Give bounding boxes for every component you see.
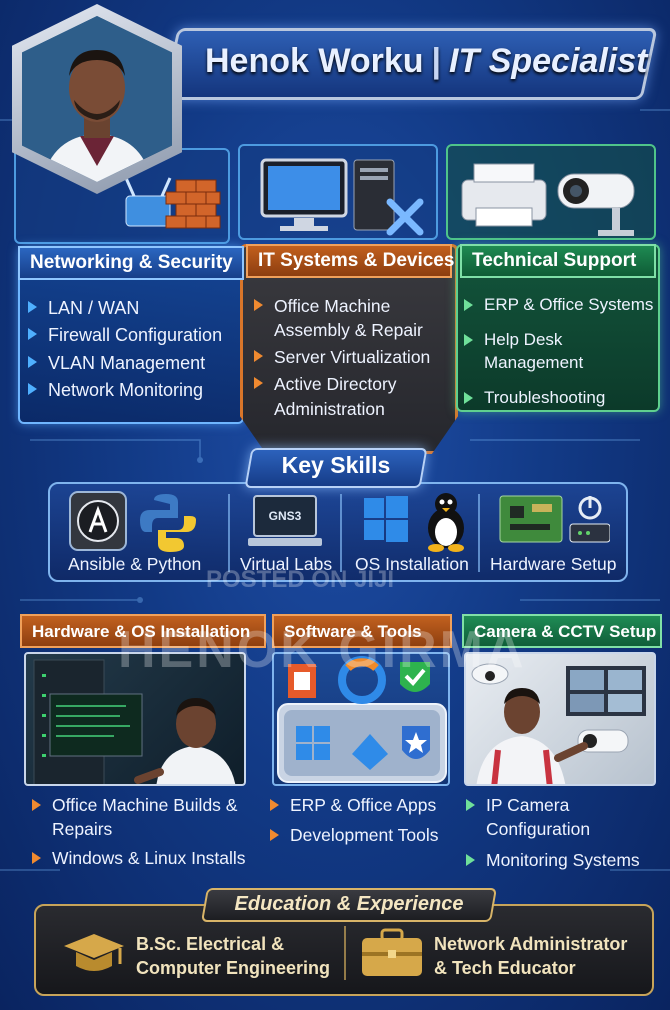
systems-title: IT Systems & Devices (246, 244, 454, 278)
education-divider (344, 926, 346, 980)
list-item-text: Windows & Linux Installs (52, 848, 246, 869)
server-room-photo (24, 652, 246, 786)
bullet-arrow-icon (32, 799, 41, 811)
camera-cctv-title: Camera & CCTV Setup (462, 614, 662, 648)
list-item: Development Tools (268, 824, 458, 848)
bullet-arrow-icon (254, 350, 263, 363)
list-item-text: Server Virtualization (274, 347, 431, 368)
software-tools-title: Software & Tools (272, 614, 452, 648)
list-item-text: Network Monitoring (48, 379, 204, 400)
list-item-text: Development Tools (290, 824, 439, 845)
list-item: Active Directory Administration (252, 372, 452, 420)
hardware-os-list: Office Machine Builds & Repairs Windows … (30, 794, 260, 877)
bullet-arrow-icon (466, 799, 475, 811)
software-tools-list: ERP & Office Apps Development Tools (268, 794, 458, 853)
bullet-arrow-icon (28, 355, 37, 368)
printer-camera-icon (461, 163, 635, 236)
title-separator: | (431, 42, 442, 80)
list-item-text: Office Machine Builds & Repairs (52, 795, 238, 839)
laptop-icon: GNS3 (248, 495, 322, 546)
role-text: IT Specialist (449, 42, 648, 80)
page-title: Henok Worku|IT Specialist (205, 42, 648, 81)
list-item: ERP & Office Systems (462, 294, 658, 317)
list-item: VLAN Management (26, 351, 241, 375)
support-title: Technical Support (460, 244, 656, 278)
skills-divider (340, 494, 342, 572)
bullet-arrow-icon (464, 333, 473, 346)
cctv-technician-icon (471, 663, 646, 784)
briefcase-icon (362, 928, 422, 976)
list-item-text: ERP & Office Apps (290, 795, 437, 815)
list-item: Windows & Linux Installs (30, 847, 260, 871)
bullet-arrow-icon (270, 799, 279, 811)
skills-divider (228, 494, 230, 572)
bullet-arrow-icon (28, 382, 37, 395)
list-item-text: Firewall Configuration (48, 325, 223, 346)
bullet-arrow-icon (32, 852, 41, 865)
list-item: Office Machine Builds & Repairs (30, 794, 260, 841)
systems-illustration (238, 144, 438, 240)
list-item: IP Camera Configuration (464, 794, 664, 841)
server-technician-icon (33, 659, 236, 784)
graduation-cap-icon (64, 934, 124, 971)
networking-title: Networking & Security (18, 246, 244, 280)
ansible-python-icon (69, 491, 196, 552)
list-item: Network Monitoring (26, 378, 241, 402)
list-item-text: Help Desk Management (484, 329, 584, 372)
bullet-arrow-icon (466, 854, 475, 867)
bullet-arrow-icon (28, 328, 37, 341)
degree-text: B.Sc. Electrical & Computer Engineering (136, 934, 331, 979)
list-item: LAN / WAN (26, 296, 241, 320)
person-photo-icon (22, 16, 172, 182)
list-item: Server Virtualization (252, 345, 452, 369)
list-item: ERP & Office Apps (268, 794, 458, 818)
cctv-photo (464, 652, 656, 786)
systems-list: Office Machine Assembly & Repair Server … (252, 294, 452, 424)
bullet-arrow-icon (270, 828, 279, 841)
skills-divider (478, 494, 480, 572)
list-item-text: Troubleshooting (484, 387, 606, 407)
key-skills-title: Key Skills (281, 452, 391, 478)
camera-cctv-list: IP Camera Configuration Monitoring Syste… (464, 794, 664, 881)
list-item: Troubleshooting (462, 387, 658, 410)
list-item-text: Monitoring Systems (486, 850, 640, 871)
bullet-arrow-icon (254, 377, 263, 390)
skill-hardware-setup: Hardware Setup (490, 554, 617, 574)
bullet-arrow-icon (28, 301, 37, 313)
list-item-text: Office Machine Assembly & Repair (274, 296, 423, 341)
list-item-text: Active Directory Administration (274, 374, 397, 419)
experience-text: Network Administrator & Tech Educator (434, 934, 628, 979)
bullet-arrow-icon (464, 299, 473, 311)
name-text: Henok Worku (205, 42, 424, 80)
bullet-arrow-icon (464, 391, 473, 404)
list-item-text: LAN / WAN (48, 298, 140, 318)
bullet-arrow-icon (254, 299, 263, 311)
computer-tools-icon (260, 158, 424, 236)
networking-list: LAN / WAN Firewall Configuration VLAN Ma… (26, 296, 241, 405)
list-item-text: ERP & Office Systems (484, 295, 654, 314)
list-item-text: VLAN Management (48, 352, 206, 373)
skill-virtual-labs: Virtual Labs (240, 554, 333, 574)
list-item: Firewall Configuration (26, 323, 241, 347)
list-item: Help Desk Management (462, 329, 658, 375)
app-icons-icon (277, 656, 447, 783)
skill-ansible-python: Ansible & Python (68, 554, 202, 574)
software-tools-graphic (272, 652, 450, 786)
list-item: Monitoring Systems (464, 849, 664, 873)
gns3-label: GNS3 (269, 509, 302, 523)
skill-os-installation: OS Installation (355, 554, 469, 574)
support-illustration (446, 144, 656, 240)
avatar (22, 16, 172, 182)
hardware-os-title: Hardware & OS Installation (20, 614, 266, 648)
windows-linux-icon (364, 493, 464, 552)
list-item: Office Machine Assembly & Repair (252, 294, 452, 342)
router-firewall-icon (124, 177, 221, 229)
education-title: Education & Experience (234, 893, 464, 915)
list-item-text: IP Camera Configuration (486, 795, 591, 839)
support-list: ERP & Office Systems Help Desk Managemen… (462, 294, 658, 422)
hardware-board-icon (499, 495, 610, 543)
